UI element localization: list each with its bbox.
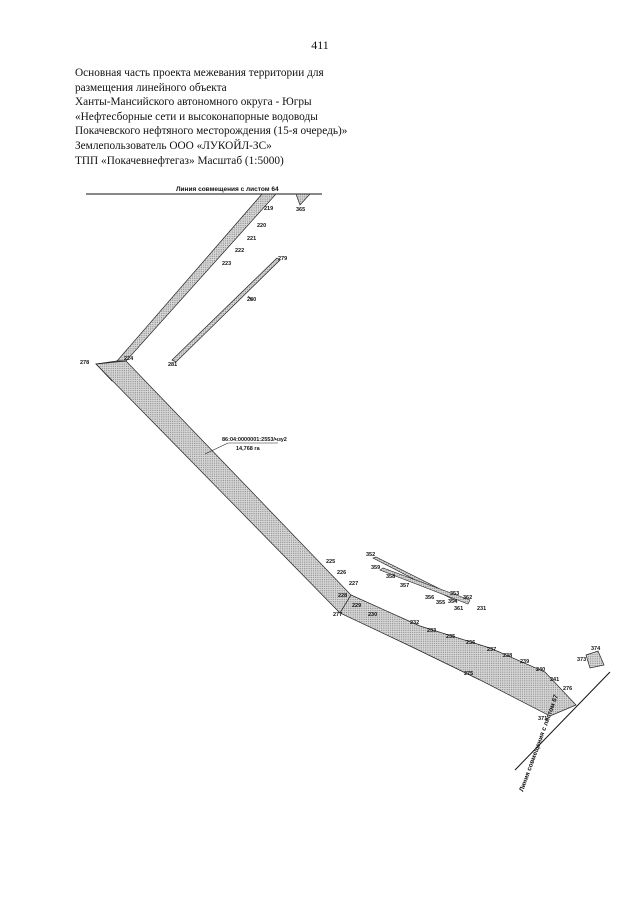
header-line: Землепользователь ООО «ЛУКОЙЛ-ЗС»: [75, 139, 272, 152]
point-label: 276: [563, 686, 572, 692]
point-label: 371: [538, 716, 547, 722]
point-label: 359: [371, 565, 380, 571]
point-label: 222: [235, 248, 244, 254]
point-label: 239: [520, 659, 529, 665]
header-line: размещения линейного объекта: [75, 81, 227, 94]
point-label: 221: [247, 236, 256, 242]
point-label: 361: [454, 606, 463, 612]
header-line: ТПП «Покачевнефтегаз» Масштаб (1:5000): [75, 154, 284, 167]
header-line: Покачевского нефтяного месторождения (15…: [75, 125, 348, 138]
point-label: 356: [425, 595, 434, 601]
parcel-cadastral-number: 86:04:0000001:2553/чзу2: [222, 437, 287, 443]
point-label: 278: [80, 360, 89, 366]
match-line-top-label: Линия совмещения с листом 64: [176, 186, 279, 193]
point-label: 241: [550, 677, 559, 683]
point-label: 219: [264, 206, 273, 212]
corridor-lower: [95, 360, 352, 614]
point-label: 232: [410, 620, 419, 626]
point-label: 230: [368, 612, 377, 618]
branch-279-281: [171, 257, 281, 363]
point-label: 355: [436, 600, 445, 606]
point-label: 352: [366, 552, 375, 558]
parcel-area: 14,768 га: [236, 446, 261, 452]
point-label: 240: [536, 667, 545, 673]
parcel-block-371: [585, 650, 605, 669]
point-label: 220: [257, 223, 266, 229]
point-label: 357: [400, 583, 409, 589]
point-label: 280: [247, 297, 256, 303]
header-line: Основная часть проекта межевания террито…: [75, 67, 324, 79]
point-label: 374: [591, 646, 601, 652]
point-label: 231: [477, 606, 486, 612]
point-label: 236: [466, 640, 475, 646]
point-label: 281: [168, 362, 177, 368]
header-line: «Нефтесборные сети и высоконапорные водо…: [75, 110, 318, 123]
corridor-east: [339, 594, 577, 717]
point-label: 275: [464, 671, 473, 677]
point-label: 238: [503, 653, 512, 659]
point-label: 235: [446, 634, 455, 640]
point-label: 277: [333, 612, 342, 618]
point-label: 354: [448, 599, 458, 605]
point-label: 224: [124, 356, 134, 362]
point-label: 225: [326, 559, 335, 565]
point-label: 229: [352, 603, 361, 609]
point-label: 233: [427, 628, 436, 634]
point-label: 358: [386, 574, 395, 580]
parcel-sliver-top: [295, 193, 311, 206]
point-label: 223: [222, 261, 231, 267]
point-labels: 219 365 220 221 222 223 279 280 281 278 …: [80, 206, 601, 722]
point-label: 373: [577, 657, 586, 663]
point-label: 237: [487, 647, 496, 653]
point-label: 226: [337, 570, 346, 576]
point-label: 365: [296, 207, 305, 213]
point-label: 362: [463, 595, 472, 601]
point-label: 353: [450, 591, 459, 597]
header-line: Ханты-Мансийского автономного округа - Ю…: [75, 96, 312, 109]
match-line-bottom: [514, 671, 611, 771]
point-label: 227: [349, 581, 358, 587]
point-label: 228: [338, 593, 347, 599]
point-label: 279: [278, 256, 287, 262]
page-number: 411: [311, 38, 329, 52]
document-header: Основная часть проекта межевания террито…: [75, 66, 495, 168]
